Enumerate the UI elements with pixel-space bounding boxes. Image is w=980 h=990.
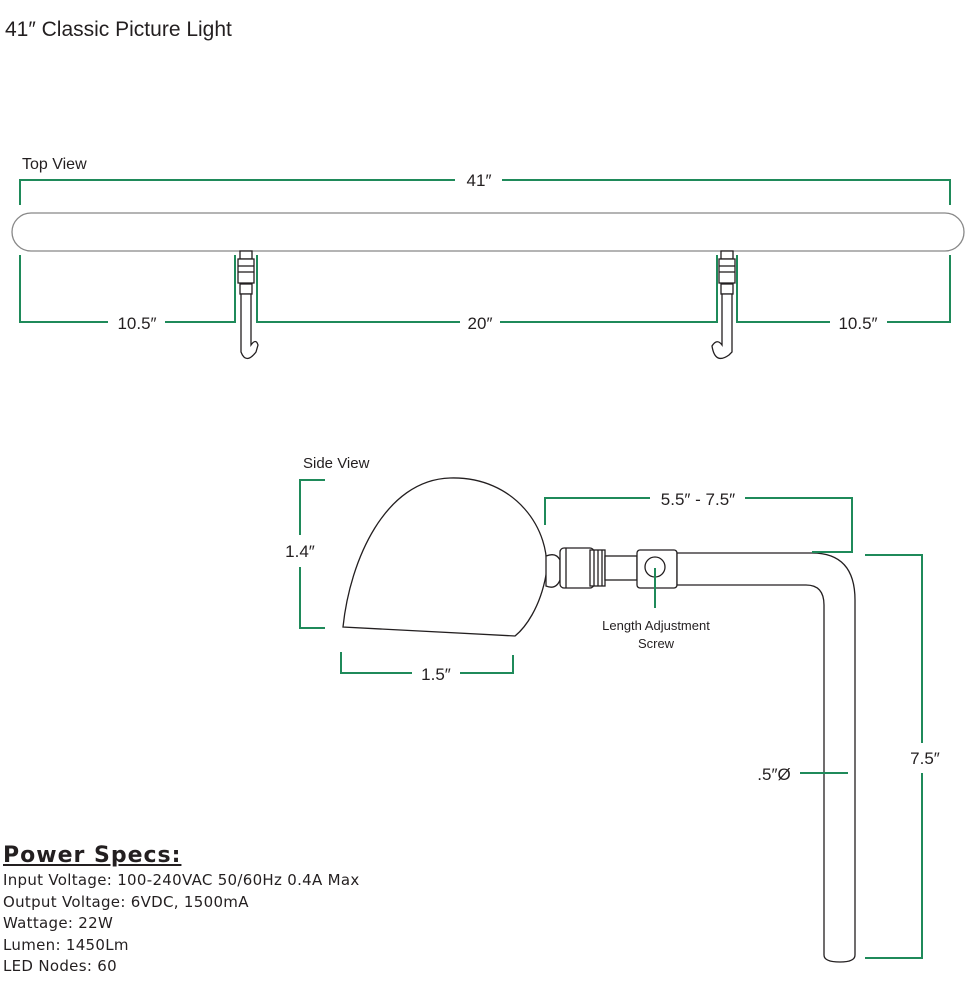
light-bar-top xyxy=(11,212,965,252)
spec-wattage: Wattage: 22W xyxy=(3,914,114,932)
diagram-title: 41″ Classic Picture Light xyxy=(5,18,232,41)
lamp-shade xyxy=(342,477,548,637)
shade-height-label: 1.4″ xyxy=(285,542,315,561)
overall-length-dimension xyxy=(19,179,951,205)
spec-input-voltage: Input Voltage: 100-240VAC 50/60Hz 0.4A M… xyxy=(3,871,360,889)
power-specs-heading: Power Specs: xyxy=(3,843,182,868)
bracket-spacing-dimension xyxy=(256,255,718,323)
spec-led-nodes: LED Nodes: 60 xyxy=(3,957,117,975)
side-view-label: Side View xyxy=(303,455,370,472)
bracket-spacing-label: 20″ xyxy=(468,314,493,333)
length-adjustment-screw xyxy=(636,549,678,589)
power-specs: Power Specs: Input Voltage: 100-240VAC 5… xyxy=(3,842,360,978)
right-offset-label: 10.5″ xyxy=(838,314,877,333)
shade-depth-dimension xyxy=(340,652,514,674)
left-offset-dimension xyxy=(19,255,236,323)
shade-depth-label: 1.5″ xyxy=(421,665,451,684)
tube-diameter-label: .5″Ø xyxy=(757,765,790,784)
overall-length-label: 41″ xyxy=(467,171,492,190)
screw-label-line2: Screw xyxy=(638,636,675,651)
arm-reach-dimension xyxy=(544,497,853,553)
arm-drop-dimension xyxy=(865,554,923,959)
arm-tube xyxy=(676,552,856,963)
bracket-right xyxy=(711,250,736,360)
right-offset-dimension xyxy=(736,255,951,323)
left-offset-label: 10.5″ xyxy=(117,314,156,333)
arm-drop-label: 7.5″ xyxy=(910,749,940,768)
bracket-left xyxy=(237,250,259,360)
spec-output-voltage: Output Voltage: 6VDC, 1500mA xyxy=(3,892,249,911)
screw-label-line1: Length Adjustment xyxy=(602,618,710,633)
top-view-label: Top View xyxy=(22,156,87,173)
spec-lumen: Lumen: 1450Lm xyxy=(3,935,129,954)
arm-reach-label: 5.5″ - 7.5″ xyxy=(661,490,735,509)
shade-height-dimension xyxy=(299,479,325,629)
shade-connector xyxy=(545,547,638,589)
